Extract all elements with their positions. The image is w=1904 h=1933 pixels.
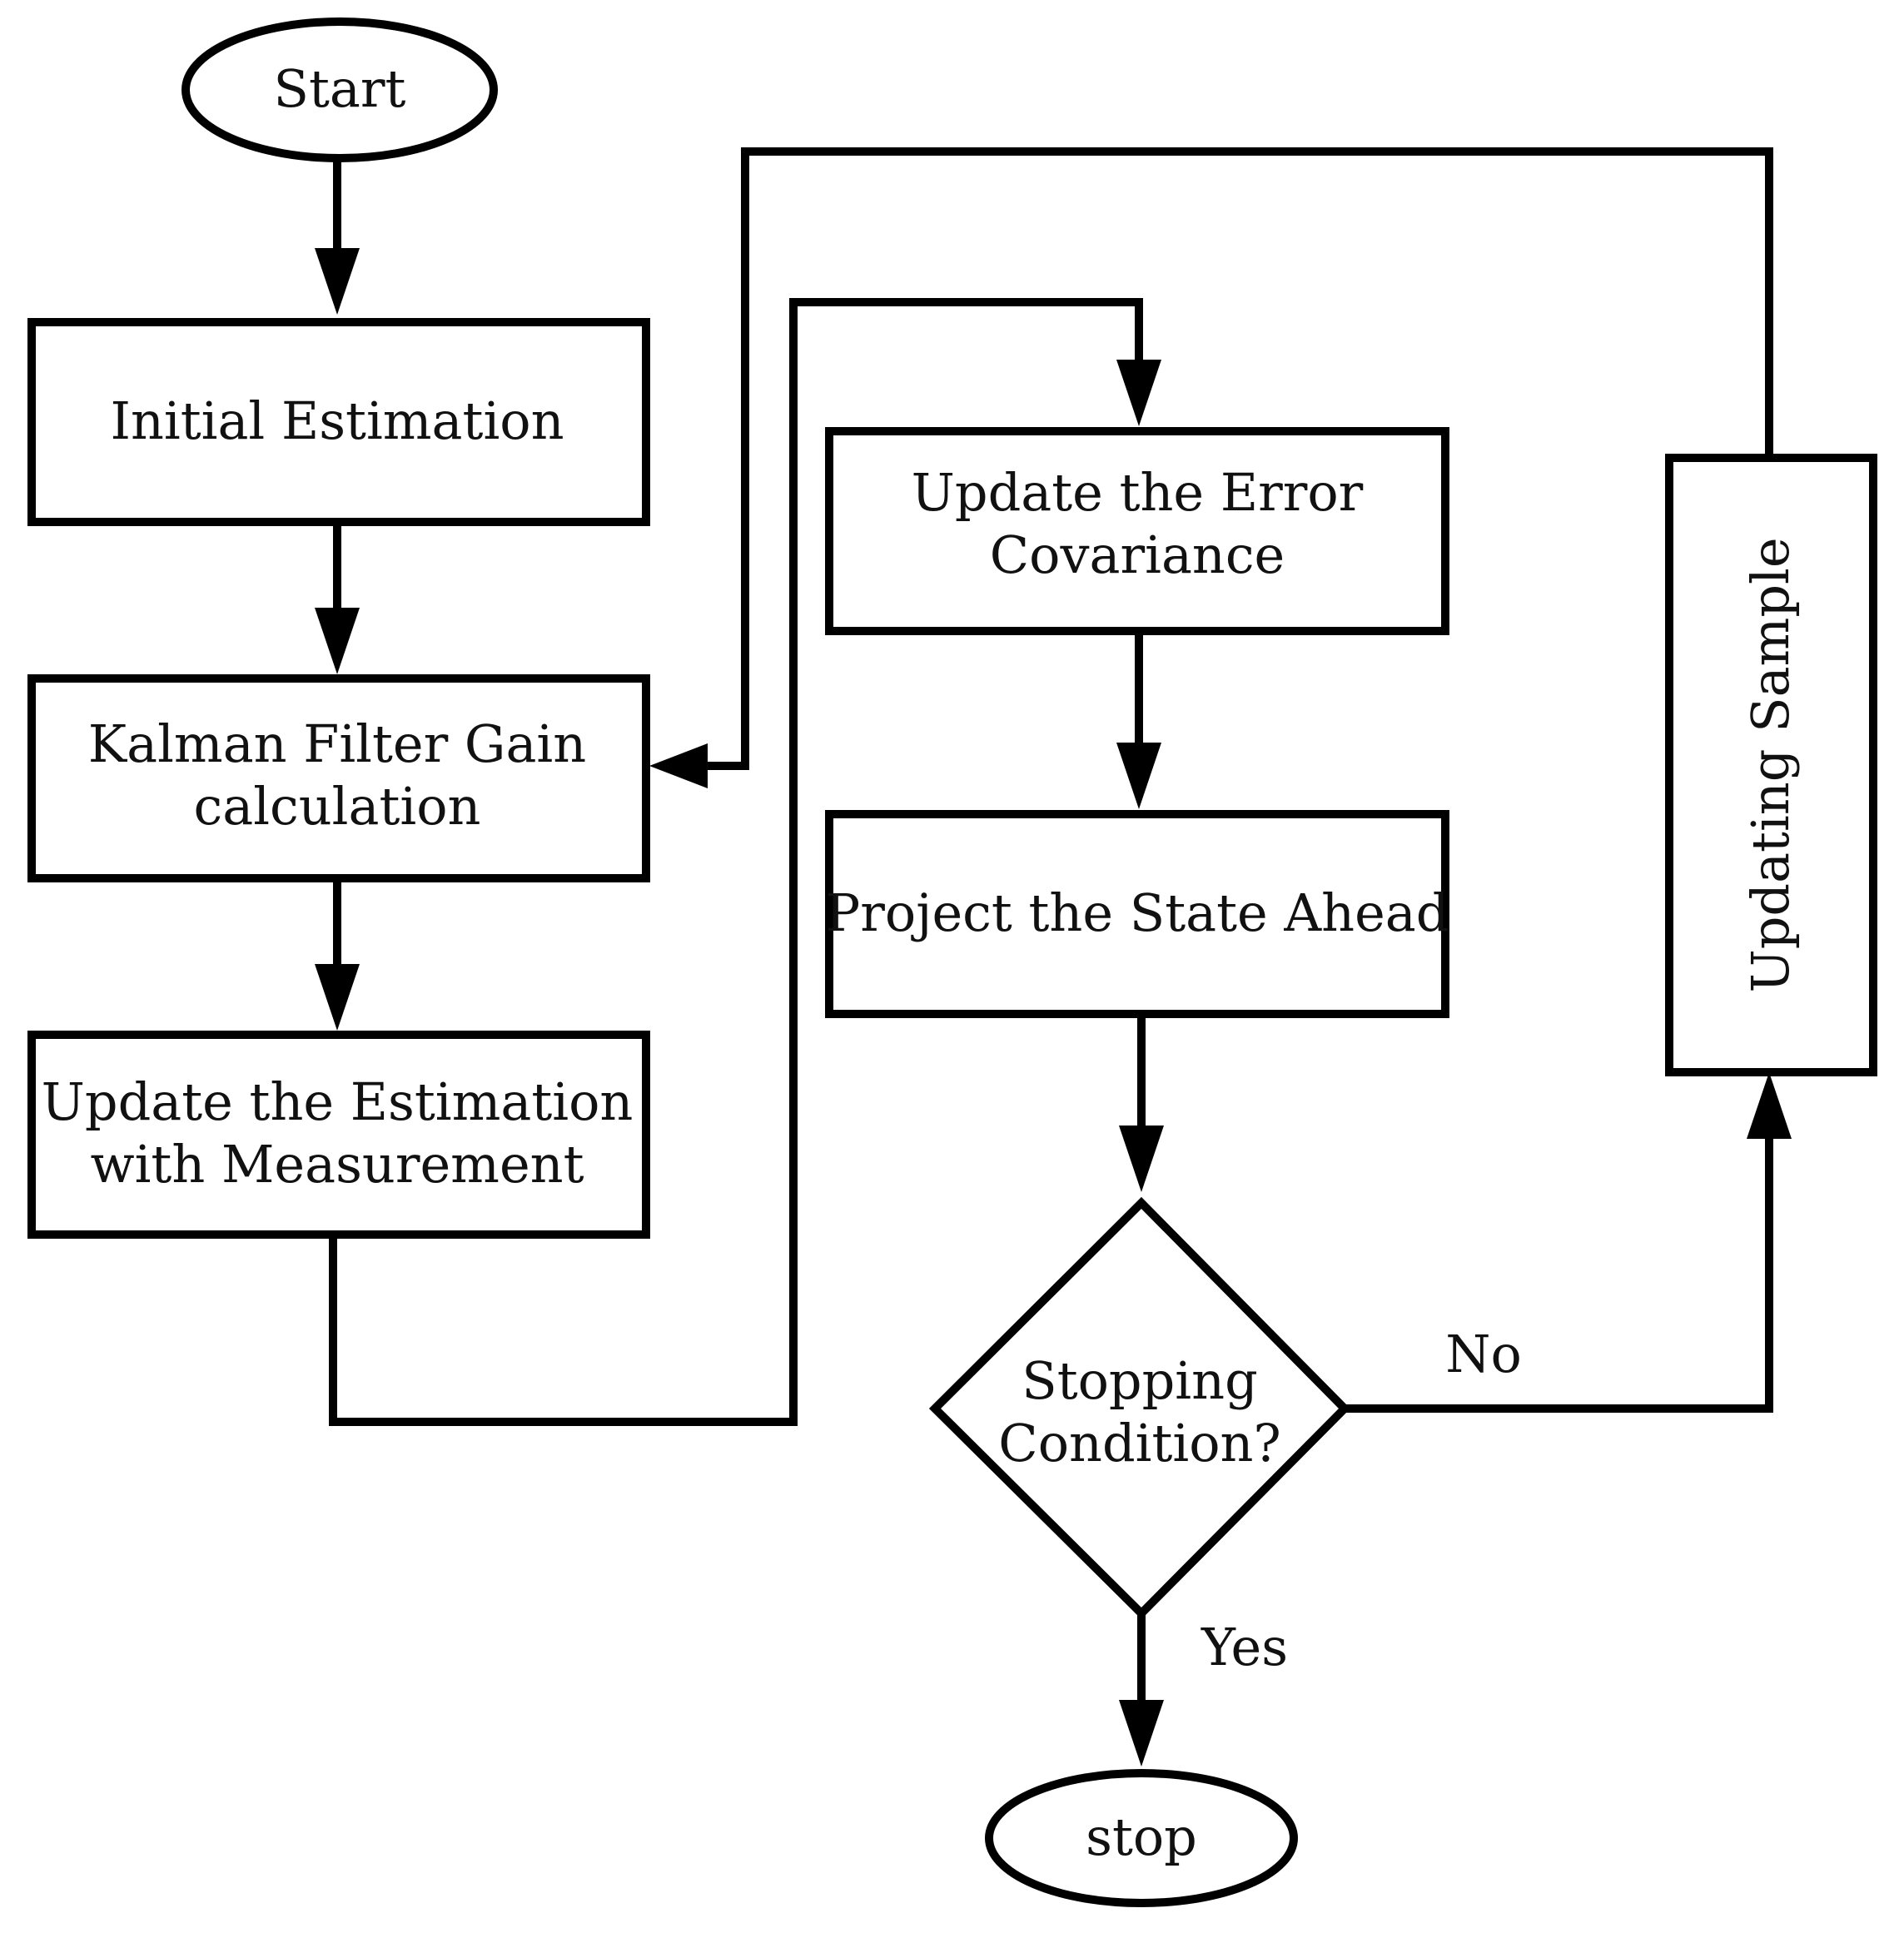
connector-updating-sample-to-gain — [649, 147, 1773, 788]
stopping-condition-decision: Stopping Condition? — [928, 1196, 1351, 1620]
connector-no-to-updating-sample — [1345, 1072, 1792, 1413]
update-estimation-label-line1: Update the Estimation — [42, 1071, 634, 1132]
project-state-label: Project the State Ahead — [826, 882, 1449, 943]
stopping-condition-label-line2: Condition? — [998, 1413, 1280, 1473]
initial-estimation-label: Initial Estimation — [110, 390, 564, 451]
kalman-gain-box: Kalman Filter Gain calculation — [27, 674, 650, 882]
connector-estimation-to-covariance — [329, 298, 1161, 1426]
stop-node: stop — [985, 1769, 1298, 1907]
arrow-covariance-to-project — [1116, 634, 1161, 809]
stopping-condition-label-line1: Stopping — [1022, 1350, 1258, 1411]
kalman-gain-label-line2: calculation — [194, 776, 481, 837]
update-estimation-label-line2: with Measurement — [91, 1134, 584, 1195]
arrow-gain-to-update — [315, 882, 360, 1031]
kalman-gain-label-line1: Kalman Filter Gain — [88, 713, 586, 774]
arrow-start-to-initial — [315, 158, 360, 315]
updating-sample-box: Updating Sample — [1665, 454, 1877, 1076]
arrow-initial-to-gain — [315, 526, 360, 674]
update-error-covariance-box: Update the Error Covariance — [825, 427, 1449, 635]
initial-estimation-box: Initial Estimation — [27, 318, 650, 526]
no-label: No — [1445, 1324, 1522, 1384]
arrow-yes-to-stop — [1119, 1613, 1164, 1767]
update-estimation-box: Update the Estimation with Measurement — [27, 1031, 650, 1239]
project-state-box: Project the State Ahead — [825, 810, 1449, 1018]
arrow-project-to-decision — [1119, 1017, 1164, 1192]
update-error-covariance-label-line1: Update the Error — [912, 462, 1364, 523]
update-error-covariance-label-line2: Covariance — [990, 524, 1285, 585]
start-label: Start — [274, 58, 406, 119]
start-node: Start — [181, 17, 498, 162]
stop-label: stop — [1086, 1806, 1197, 1867]
yes-label: Yes — [1201, 1617, 1288, 1677]
updating-sample-label: Updating Sample — [1740, 537, 1801, 992]
